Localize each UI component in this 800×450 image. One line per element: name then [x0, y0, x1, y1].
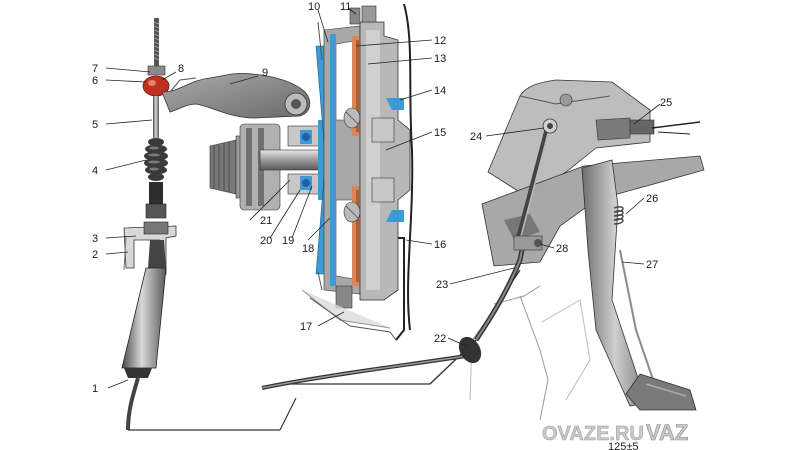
callout-27: 27	[646, 259, 658, 271]
callout-9: 9	[262, 67, 268, 79]
cable-tip-assembly	[121, 18, 177, 431]
callout-6: 6	[92, 75, 98, 87]
watermark-left: OVAZE.RU	[542, 423, 644, 445]
callout-14: 14	[434, 85, 446, 97]
callout-1: 1	[92, 383, 98, 395]
inner-cable	[153, 96, 159, 138]
callout-17: 17	[300, 321, 312, 333]
callout-3: 3	[92, 233, 98, 245]
watermark-sub: 125±5	[608, 441, 639, 450]
callout-16: 16	[434, 239, 446, 251]
callout-26: 26	[646, 193, 658, 205]
cable-sheath	[121, 267, 167, 369]
cable-lower	[126, 377, 140, 431]
rubber-boot	[144, 138, 168, 181]
sheath-tip	[149, 182, 163, 204]
callout-21: 21	[260, 215, 272, 227]
callout-20: 20	[260, 235, 272, 247]
watermark: OVAZE.RU VAZ 125±5	[542, 420, 689, 450]
grommet	[458, 336, 482, 364]
leader-lines	[105, 7, 661, 389]
callout-22: 22	[434, 333, 446, 345]
return-spring	[613, 206, 624, 225]
callout-24: 24	[470, 131, 482, 143]
callout-10: 10	[308, 1, 320, 13]
callout-labels: 1 2 3 4 5 6 7 8 9 10 11 12 13 14 15 16 1…	[92, 1, 672, 395]
callout-8: 8	[178, 63, 184, 75]
callout-7: 7	[92, 63, 98, 75]
callout-11: 11	[340, 1, 351, 13]
callout-4: 4	[92, 165, 98, 177]
callout-18: 18	[302, 243, 314, 255]
callout-5: 5	[92, 119, 98, 131]
clutch-fork	[161, 73, 311, 119]
callout-2: 2	[92, 249, 98, 261]
release-bearing	[287, 120, 324, 200]
callout-23: 23	[436, 279, 448, 291]
callout-19: 19	[282, 235, 294, 247]
clutch-assembly	[301, 3, 414, 341]
watermark-right: VAZ	[646, 420, 688, 445]
pedal-assembly	[261, 79, 705, 421]
callout-12: 12	[434, 35, 446, 47]
callout-15: 15	[434, 127, 446, 139]
callout-13: 13	[434, 53, 446, 65]
callout-25: 25	[660, 97, 672, 109]
threaded-rod	[154, 18, 159, 74]
adjusting-nut	[147, 65, 166, 76]
callout-28: 28	[556, 243, 568, 255]
